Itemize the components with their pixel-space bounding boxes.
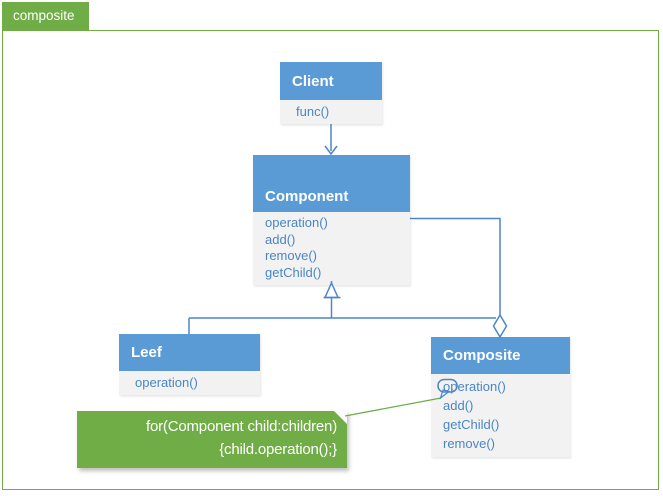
- class-composite-body: operation() add() getChild() remove(): [431, 374, 570, 457]
- class-composite[interactable]: Composite operation() add() getChild() r…: [431, 337, 570, 457]
- method-label: add(): [265, 231, 296, 247]
- method-label: operation(): [135, 375, 198, 390]
- method-label: remove(): [265, 248, 318, 263]
- diagram-canvas[interactable]: [2, 30, 659, 490]
- class-leef-title: Leef: [119, 334, 260, 371]
- tab-composite[interactable]: composite: [2, 2, 89, 30]
- method-label: getChild(): [443, 417, 500, 432]
- class-leef-body: operation(): [119, 371, 260, 395]
- class-leef[interactable]: Leef operation(): [119, 334, 260, 395]
- class-component[interactable]: Component operation() add() remove() get…: [253, 155, 410, 285]
- note-text: for(Component child:children){child.oper…: [146, 418, 337, 459]
- class-component-title: Component: [253, 155, 410, 212]
- class-component-body: operation() add() remove() getChild(): [253, 212, 410, 285]
- folded-corner-icon: [334, 411, 347, 424]
- note-box[interactable]: for(Component child:children){child.oper…: [77, 411, 347, 468]
- method-label: func(): [296, 104, 330, 119]
- method-label: getChild(): [265, 264, 322, 280]
- class-client-title: Client: [280, 62, 382, 100]
- class-composite-title: Composite: [431, 337, 570, 374]
- class-client-body: func(): [280, 100, 382, 124]
- method-label: operation(): [265, 215, 328, 230]
- method-label: operation(): [443, 379, 506, 394]
- class-client[interactable]: Client func(): [280, 62, 382, 124]
- method-label: remove(): [443, 436, 496, 451]
- tab-label: composite: [13, 8, 75, 23]
- method-label: add(): [443, 398, 474, 413]
